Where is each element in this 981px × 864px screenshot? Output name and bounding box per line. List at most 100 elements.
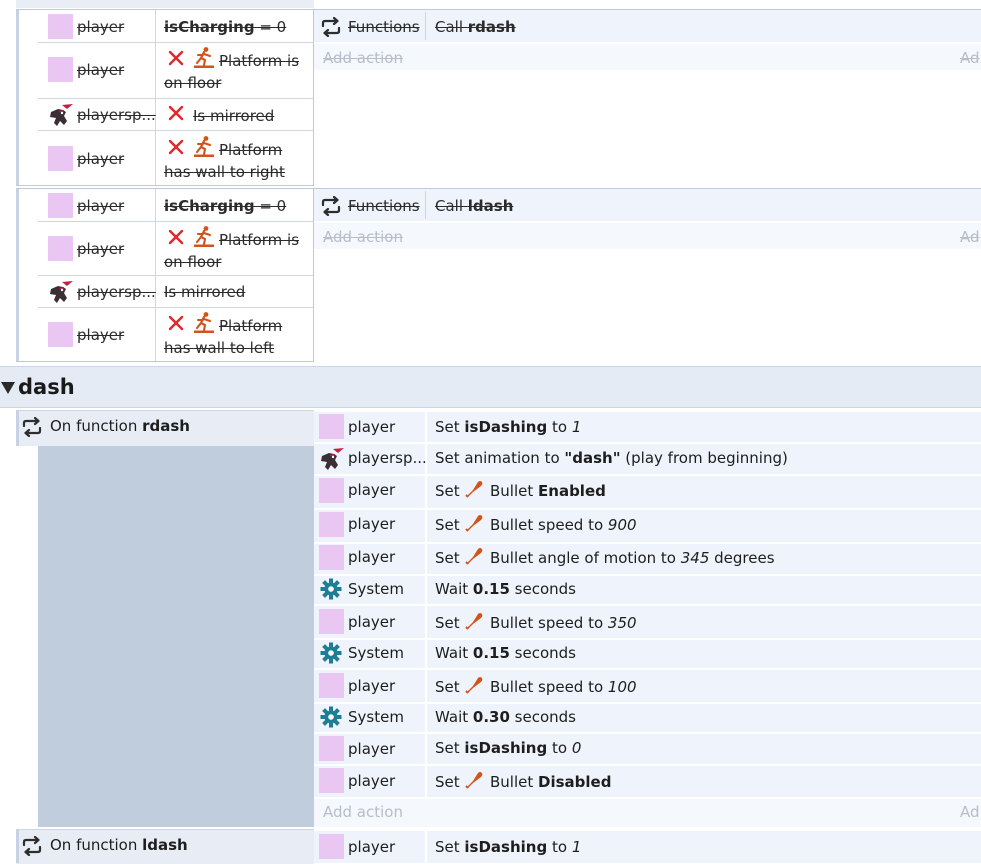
condition-text[interactable]: Is mirrored (193, 107, 275, 125)
action-prefix: Call (435, 197, 468, 215)
bullet-icon (464, 513, 484, 533)
object-icon (48, 322, 73, 347)
t: Wait (435, 708, 473, 726)
object-name: player (77, 240, 125, 258)
action-text[interactable]: Bullet speed to 100 (490, 678, 637, 697)
action-object: player (348, 772, 396, 790)
value: 350 (607, 614, 637, 632)
add-action-link[interactable]: Add action (323, 803, 403, 821)
action-text[interactable]: Call rdash (435, 18, 516, 37)
action-object: Functions (348, 18, 420, 36)
action-set-label: Set (435, 482, 460, 500)
condition-text[interactable]: Is mirrored (164, 283, 246, 301)
action-set-label: Set (435, 614, 460, 632)
loop-icon (21, 836, 43, 856)
t: degrees (709, 549, 775, 567)
add-link-right[interactable]: Ad (960, 803, 980, 821)
action-text[interactable]: Bullet speed to 900 (490, 516, 637, 535)
object-name: player (77, 197, 125, 215)
action-object: System (348, 708, 404, 726)
action-object: player (348, 740, 396, 758)
add-action-link[interactable]: Add action (323, 49, 403, 67)
object-icon (48, 193, 73, 218)
action-text[interactable]: Wait 0.15 seconds (435, 580, 576, 599)
action-object: System (348, 644, 404, 662)
object-name: player (77, 61, 125, 79)
add-link-right[interactable]: Ad (960, 49, 980, 67)
condition-text[interactable]: Platform is (219, 231, 300, 249)
condition-text-line2: on floor (164, 253, 222, 271)
action-text[interactable]: Call ldash (435, 197, 513, 216)
t: Set (435, 739, 465, 757)
variable-name: isDashing (464, 418, 548, 436)
object-icon (48, 236, 73, 261)
action-object: System (348, 580, 404, 598)
action-set-label: Set (435, 773, 460, 791)
bullet-icon (464, 770, 484, 790)
function-name: ldash (142, 836, 188, 854)
object-name: playersp... (77, 283, 156, 301)
t: to (547, 418, 572, 436)
sprite-icon (48, 103, 74, 127)
condition-rest: = 0 (254, 197, 287, 215)
action-text[interactable]: Set isDashing to 1 (435, 838, 581, 857)
t: seconds (509, 644, 576, 662)
x-icon (167, 49, 185, 67)
variable-name: isDashing (464, 838, 548, 856)
condition-text[interactable]: Platform is (219, 52, 300, 70)
action-set-label: Set (435, 516, 460, 534)
action-text[interactable]: Bullet Enabled (490, 482, 606, 501)
value: 100 (607, 678, 637, 696)
t: Wait (435, 644, 473, 662)
object-icon (319, 736, 344, 761)
object-icon (48, 146, 73, 171)
action-text[interactable]: Set animation to "dash" (play from begin… (435, 449, 788, 468)
action-object: player (348, 838, 396, 856)
action-text[interactable]: Bullet Disabled (490, 773, 611, 792)
platform-icon (193, 311, 215, 333)
action-text[interactable]: Set isDashing to 0 (435, 739, 581, 758)
object-icon (319, 414, 344, 439)
value: 0.15 (472, 644, 510, 662)
action-text[interactable]: Wait 0.15 seconds (435, 644, 576, 663)
t: Set (435, 418, 465, 436)
platform-icon (193, 225, 215, 247)
gear-icon (320, 642, 342, 664)
action-text[interactable]: Wait 0.30 seconds (435, 708, 576, 727)
add-action-link[interactable]: Add action (323, 228, 403, 246)
t: to (547, 739, 572, 757)
function-trigger[interactable]: On function ldash (50, 836, 188, 855)
action-text[interactable]: Set isDashing to 1 (435, 418, 581, 437)
action-text[interactable]: Bullet speed to 350 (490, 614, 637, 633)
action-set-label: Set (435, 678, 460, 696)
action-object: player (348, 613, 396, 631)
gear-icon (320, 706, 342, 728)
action-object: Functions (348, 197, 420, 215)
value: 345 (680, 549, 710, 567)
platform-icon (193, 135, 215, 157)
condition-text[interactable]: Platform (219, 317, 283, 335)
t: Bullet angle of motion to (490, 549, 681, 567)
object-icon (319, 768, 344, 793)
sprite-icon (319, 447, 345, 471)
action-object: player (348, 418, 396, 436)
condition-text[interactable]: isCharging = 0 (164, 18, 286, 37)
object-icon (319, 673, 344, 698)
triangle-down-icon[interactable] (1, 382, 15, 394)
object-name: playersp... (77, 106, 156, 124)
condition-text[interactable]: isCharging = 0 (164, 197, 286, 216)
action-text[interactable]: Bullet angle of motion to 345 degrees (490, 549, 775, 568)
bullet-icon (464, 611, 484, 631)
group-header[interactable]: dash (0, 366, 981, 408)
action-object: player (348, 481, 396, 499)
add-link-right[interactable]: Ad (960, 228, 980, 246)
t: Set (435, 838, 465, 856)
action-object: player (348, 548, 396, 566)
function-trigger[interactable]: On function rdash (50, 417, 190, 436)
value: 900 (607, 516, 637, 534)
condition-text[interactable]: Platform (219, 141, 283, 159)
condition-rest: = 0 (254, 18, 287, 36)
action-object: player (348, 677, 396, 695)
function-name: rdash (467, 18, 516, 36)
t: Bullet speed to (490, 678, 608, 696)
